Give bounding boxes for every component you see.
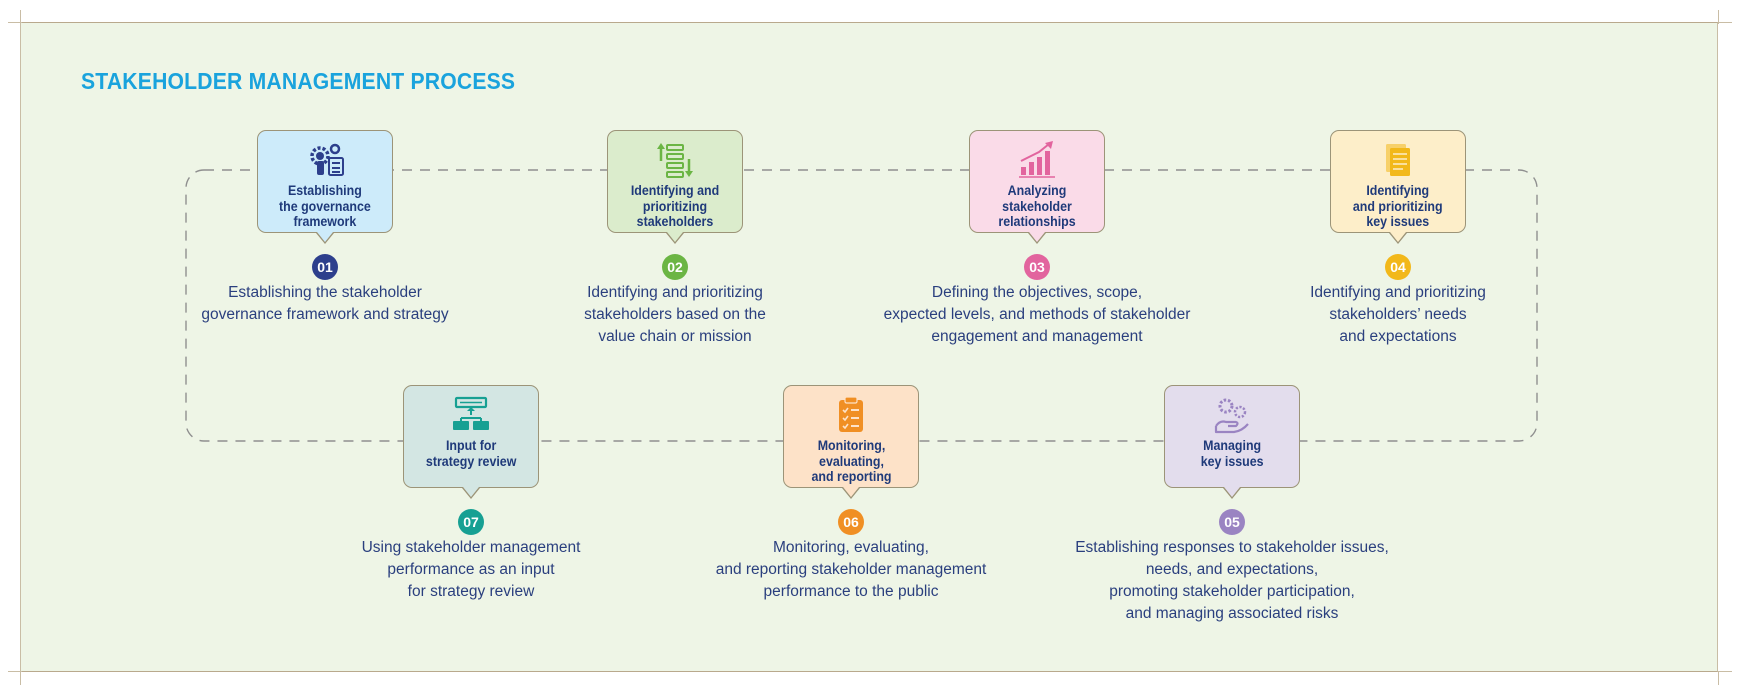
step-card-label: Managing key issues [1200,438,1264,469]
step-card-label: Establishing the governance framework [279,183,371,229]
step-number-badge: 05 [1219,509,1245,535]
step-number-badge: 04 [1385,254,1411,280]
step-description: Monitoring, evaluating, and reporting st… [715,539,987,600]
page-title: STAKEHOLDER MANAGEMENT PROCESS [81,68,516,94]
step-card-06: Monitoring, evaluating, and reporting [783,385,919,499]
hierarchy-icon [453,396,489,430]
step-card-label: Monitoring, evaluating, and reporting [810,438,892,484]
trim-mark [1718,22,1732,23]
clipboard-checklist-icon [839,396,863,432]
hand-gears-icon [1214,398,1249,434]
step-card-label: Identifying and prioritizing stakeholder… [630,183,720,229]
trim-mark [20,10,21,24]
step-card-01: Establishing the governance framework [257,130,393,244]
step-number-badge: 02 [662,254,688,280]
step-card-07: Input for strategy review [403,385,539,499]
step-description: Establishing responses to stakeholder is… [1075,539,1389,622]
trim-mark [1718,671,1719,685]
step-card-04: Identifying and prioritizing key issues [1330,130,1466,244]
sort-list-icon [657,143,693,178]
documents-icon [1386,144,1410,176]
step-card-label: Identifying and prioritizing key issues [1353,183,1443,229]
step-number-badge: 01 [312,254,338,280]
step-description: Defining the objectives, scope, expected… [883,284,1191,345]
step-description: Identifying and prioritizing stakeholder… [584,284,766,345]
step-description: Establishing the stakeholder governance … [201,284,449,323]
step-number-badge: 07 [458,509,484,535]
step-card-label: Analyzing stakeholder relationships [998,183,1076,229]
trim-mark [20,671,21,685]
step-number-badge: 06 [838,509,864,535]
trim-mark [8,671,22,672]
step-number-badge: 03 [1024,254,1050,280]
step-card-03: Analyzing stakeholder relationships [969,130,1105,244]
trim-mark [8,22,22,23]
trim-mark [1718,671,1732,672]
step-card-label: Input for strategy review [425,438,517,469]
governance-gear-icon [310,143,344,176]
step-card-02: Identifying and prioritizing stakeholder… [607,130,743,244]
growth-chart-icon [1019,141,1055,178]
step-card-05: Managing key issues [1164,385,1300,499]
trim-mark [1718,10,1719,24]
step-description: Using stakeholder management performance… [361,539,581,600]
step-description: Identifying and prioritizing stakeholder… [1310,284,1486,345]
